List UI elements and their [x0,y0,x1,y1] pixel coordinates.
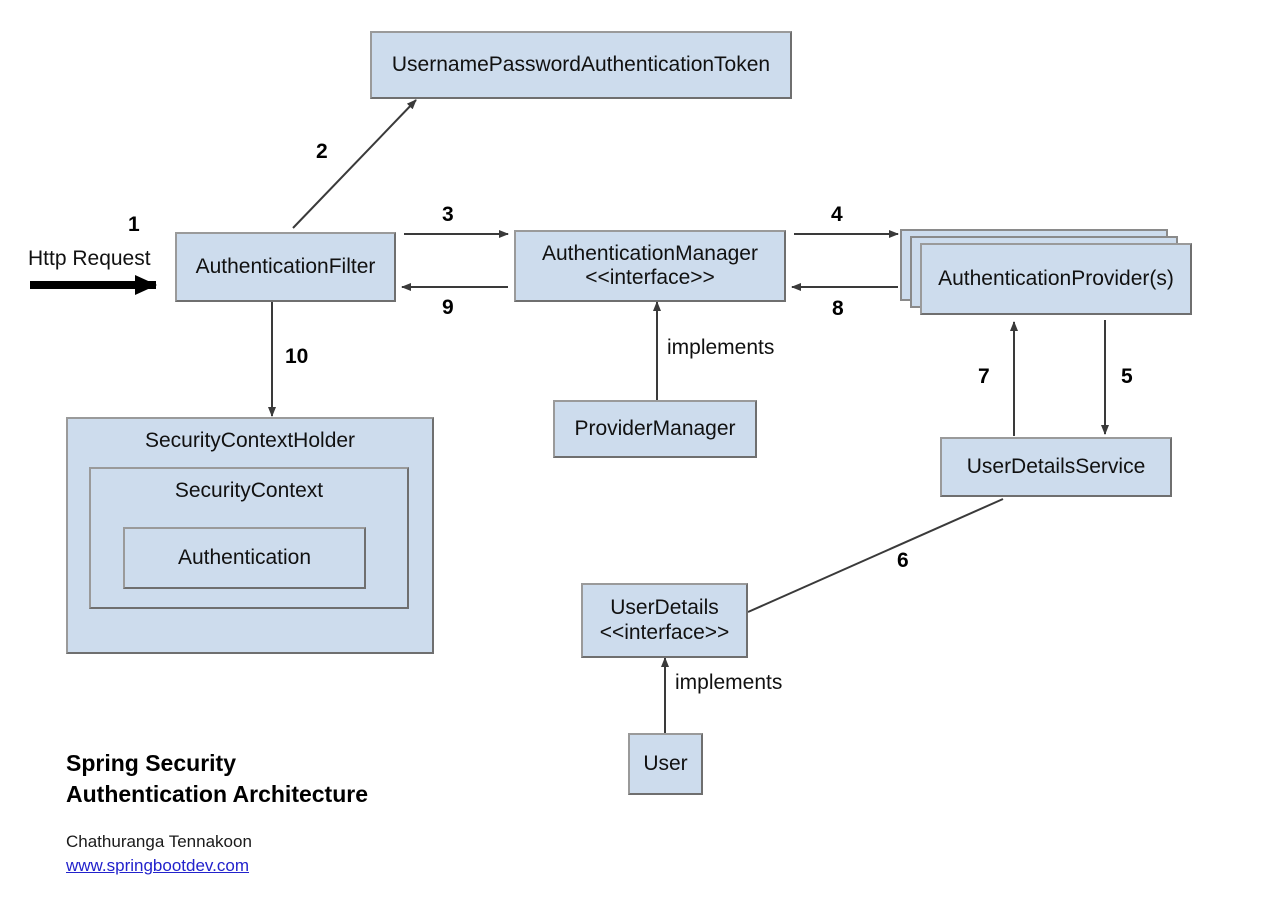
label-user-implements: implements [675,671,783,694]
diagram-title: Spring Security Authentication Architect… [66,748,368,810]
node-user-details[interactable]: UserDetails <<interface>> [581,583,748,658]
label-http-request: Http Request [28,247,151,270]
edge-filter-to-token [292,99,417,229]
step-7: 7 [978,365,990,388]
diagram-title-line2: Authentication Architecture [66,781,369,808]
website-link[interactable]: www.springbootdev.com [66,856,249,875]
diagram-title-line1: Spring Security [66,750,236,776]
node-user-details-service[interactable]: UserDetailsService [940,437,1172,497]
step-5: 5 [1121,365,1133,388]
node-authentication-filter[interactable]: AuthenticationFilter [175,232,396,302]
node-username-password-authentication-token[interactable]: UsernamePasswordAuthenticationToken [370,31,792,99]
step-3: 3 [442,203,454,226]
node-authentication-provider[interactable]: AuthenticationProvider(s) [920,243,1192,315]
step-2: 2 [316,140,328,163]
step-8: 8 [832,297,844,320]
step-10: 10 [285,345,309,368]
node-authentication-manager[interactable]: AuthenticationManager <<interface>> [514,230,786,302]
node-provider-manager[interactable]: ProviderManager [553,400,757,458]
edge-userdetails-to-uds [747,498,1004,613]
node-user[interactable]: User [628,733,703,795]
node-authentication[interactable]: Authentication [123,527,366,589]
author-name: Chathuranga Tennakoon [66,832,252,851]
step-9: 9 [442,296,454,319]
step-4: 4 [831,203,843,226]
step-1: 1 [128,213,140,236]
label-provider-manager-implements: implements [667,336,775,359]
step-6: 6 [897,549,909,572]
